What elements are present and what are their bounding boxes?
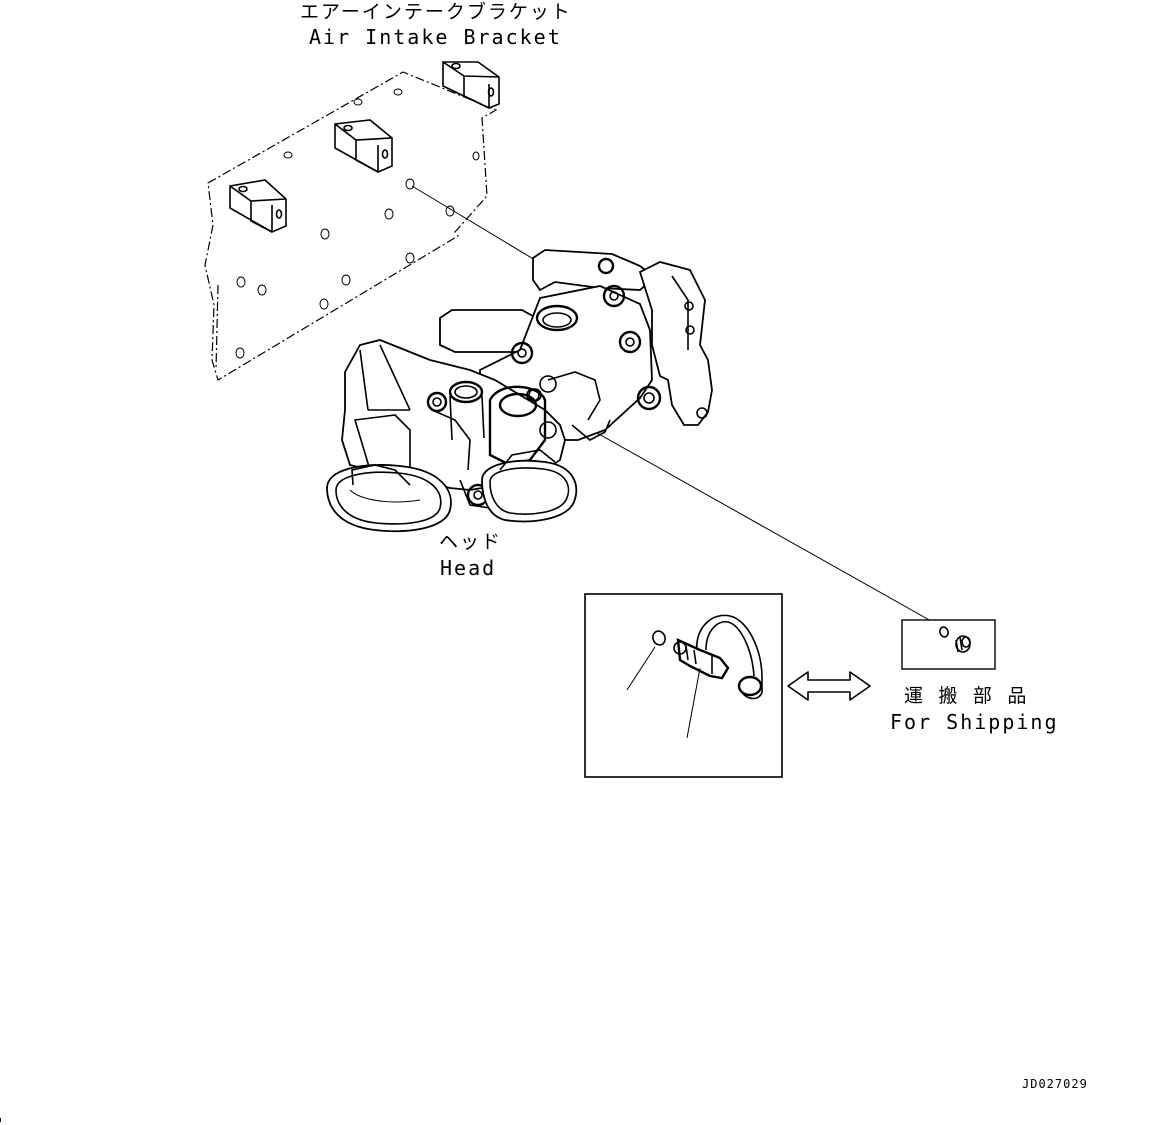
air-intake-bracket-drawing [204,61,500,381]
leader-lines [411,185,941,627]
head-drawing [326,249,713,533]
head-label-jp: ヘッド [439,531,503,553]
drawing-number: JD027029 [1022,1077,1088,1091]
air-intake-bracket-label-jp: エアーインテークブラケット [300,1,572,23]
shipping-parts-box [901,619,996,670]
for-shipping-label-jp: 運 搬 部 品 [904,685,1029,707]
head-label-en: Head [440,556,497,580]
for-shipping-label-en: For Shipping [890,710,1059,734]
double-headed-arrow-icon [787,671,871,701]
inset-box [584,593,783,778]
air-intake-bracket-label-en: Air Intake Bracket [309,25,562,49]
